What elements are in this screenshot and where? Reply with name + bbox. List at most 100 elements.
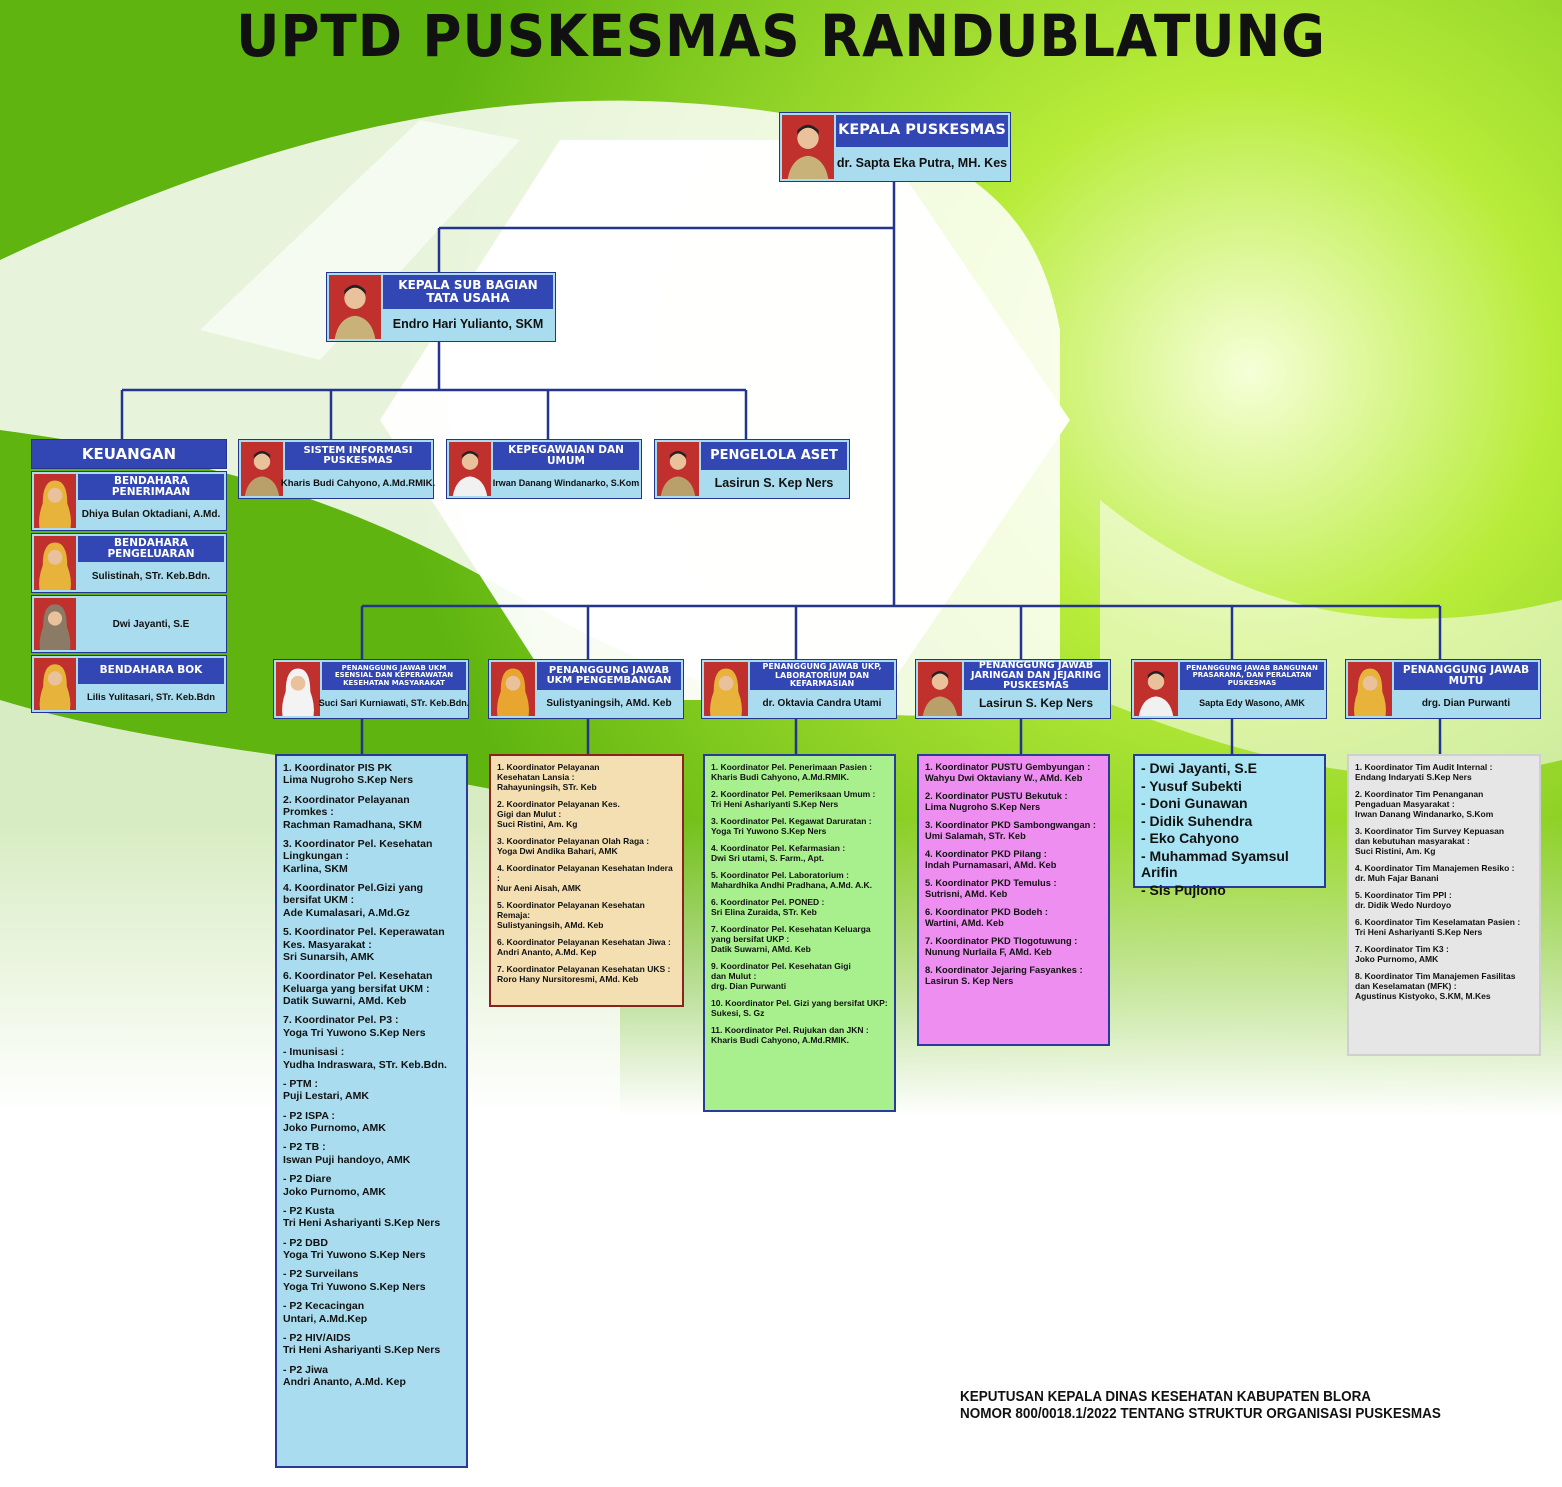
list-item: 1. Koordinator PIS PK Lima Nugroho S.Kep… bbox=[283, 762, 414, 787]
list-item: 6. Koordinator Pel. Kesehatan Keluarga y… bbox=[283, 970, 433, 1007]
keuangan-group: KEUANGAN BENDAHARA PENERIMAAN Dhiya Bula… bbox=[31, 439, 227, 713]
list-item: 4. Koordinator Pelayanan Kesehatan Inder… bbox=[497, 863, 673, 894]
bendahara-name: Dwi Jayanti, S.E bbox=[78, 598, 224, 650]
footer-note: KEPUTUSAN KEPALA DINAS KESEHATAN KABUPAT… bbox=[960, 1389, 1441, 1424]
person-photo-icon bbox=[276, 662, 320, 716]
list-item: - P2 DBD Yoga Tri Yuwono S.Kep Ners bbox=[283, 1236, 426, 1261]
list-item: 7. Koordinator Pel. Kesehatan Keluarga y… bbox=[711, 924, 871, 955]
sistem-informasi-card: SISTEM INFORMASI PUSKESMAS Kharis Budi C… bbox=[238, 439, 435, 499]
list-item: 2. Koordinator Pelayanan Kes. Gigi dan M… bbox=[497, 799, 620, 830]
list-item: 2. Koordinator Tim Penanganan Pengaduan … bbox=[1355, 789, 1494, 820]
bendahara-role: BENDAHARA PENGELUARAN bbox=[78, 536, 224, 562]
bendahara-name: Dhiya Bulan Oktadiani, A.Md. bbox=[78, 500, 224, 528]
person-photo-icon bbox=[491, 662, 535, 716]
list-item: - P2 Kusta Tri Heni Ashariyanti S.Kep Ne… bbox=[283, 1204, 441, 1230]
ukm-esensial-list: 1. Koordinator PIS PK Lima Nugroho S.Kep… bbox=[275, 754, 468, 1468]
tata-usaha-name: Endro Hari Yulianto, SKM bbox=[383, 309, 553, 339]
bendahara-card: Dwi Jayanti, S.E bbox=[31, 595, 227, 653]
list-item: 6. Koordinator Tim Keselamatan Pasien : … bbox=[1355, 917, 1521, 938]
person-photo-icon bbox=[782, 115, 834, 179]
list-item: 5. Koordinator Pel. Laboratorium : Mahar… bbox=[711, 870, 873, 891]
list-item: 3. Koordinator PKD Sambongwangan : Umi S… bbox=[925, 819, 1096, 841]
list-item: - PTM : Puji Lestari, AMK bbox=[283, 1077, 369, 1103]
list-item: 5. Koordinator Tim PPI : dr. Didik Wedo … bbox=[1355, 890, 1452, 911]
person-photo-icon bbox=[449, 442, 491, 496]
list-item: 8. Koordinator Tim Manajemen Fasilitas d… bbox=[1355, 971, 1516, 1002]
bendahara-card: BENDAHARA PENGELUARAN Sulistinah, STr. K… bbox=[31, 533, 227, 593]
footer-line-1: KEPUTUSAN KEPALA DINAS KESEHATAN KABUPAT… bbox=[960, 1389, 1372, 1405]
pj-mutu-card: PENANGGUNG JAWAB MUTU drg. Dian Purwanti bbox=[1345, 659, 1541, 719]
bendahara-role: BENDAHARA PENERIMAAN bbox=[78, 474, 224, 500]
bendahara-name: Sulistinah, STr. Keb.Bdn. bbox=[78, 562, 224, 590]
list-item: 3. Koordinator Pelayanan Olah Raga : Yog… bbox=[497, 836, 650, 857]
person-photo-icon bbox=[1348, 662, 1392, 716]
list-item: - Dwi Jayanti, S.E bbox=[1141, 760, 1257, 776]
list-item: 2. Koordinator PUSTU Bekutuk : Lima Nugr… bbox=[925, 790, 1068, 812]
person-photo-icon bbox=[34, 536, 76, 590]
list-item: - P2 ISPA : Joko Purnomo, AMK bbox=[283, 1109, 386, 1134]
list-item: - P2 Jiwa Andri Ananto, A.Md. Kep bbox=[283, 1363, 406, 1388]
unit-name: Lasirun S. Kep Ners bbox=[701, 470, 847, 496]
pj-role: PENANGGUNG JAWAB JARINGAN DAN JEJARING P… bbox=[964, 661, 1108, 690]
kepala-role: KEPALA PUSKESMAS bbox=[836, 115, 1008, 147]
person-photo-icon bbox=[329, 275, 381, 339]
pj-name: drg. Dian Purwanti bbox=[1394, 690, 1538, 716]
list-item: - P2 HIV/AIDS Tri Heni Ashariyanti S.Kep… bbox=[283, 1331, 441, 1357]
list-item: 1. Koordinator Pelayanan Kesehatan Lansi… bbox=[497, 762, 600, 793]
list-item: - P2 Kecacingan Untari, A.Md.Kep bbox=[283, 1300, 368, 1325]
pj-name: dr. Oktavia Candra Utami bbox=[750, 690, 894, 716]
person-photo-icon bbox=[34, 598, 76, 650]
list-item: - Eko Cahyono bbox=[1141, 830, 1240, 847]
pengelola-aset-card: PENGELOLA ASET Lasirun S. Kep Ners bbox=[654, 439, 850, 499]
pj-ukm-pengembangan-card: PENANGGUNG JAWAB UKM PENGEMBANGAN Sulist… bbox=[488, 659, 684, 719]
unit-role: PENGELOLA ASET bbox=[701, 442, 847, 470]
list-item: 4. Koordinator PKD Pilang : Indah Purnam… bbox=[925, 848, 1057, 870]
person-photo-icon bbox=[918, 662, 962, 716]
jaringan-list: 1. Koordinator PUSTU Gembyungan : Wahyu … bbox=[917, 754, 1110, 1046]
kepala-puskesmas-card: KEPALA PUSKESMAS dr. Sapta Eka Putra, MH… bbox=[779, 112, 1011, 182]
list-item: 11. Koordinator Pel. Rujukan dan JKN : K… bbox=[711, 1025, 869, 1046]
mutu-list: 1. Koordinator Tim Audit Internal : Enda… bbox=[1347, 754, 1541, 1056]
pj-role: PENANGGUNG JAWAB UKP, LABORATORIUM DAN K… bbox=[750, 662, 894, 690]
pj-name: Suci Sari Kurniawati, STr. Keb.Bdn. bbox=[319, 690, 469, 716]
list-item: 1. Koordinator Tim Audit Internal : Enda… bbox=[1355, 762, 1493, 783]
tata-usaha-role: KEPALA SUB BAGIAN TATA USAHA bbox=[383, 275, 553, 309]
page-title: UPTD PUSKESMAS RANDUBLATUNG bbox=[236, 2, 1326, 70]
keuangan-title: KEUANGAN bbox=[31, 439, 227, 469]
list-item: 3. Koordinator Pel. Kesehatan Lingkungan… bbox=[283, 837, 433, 875]
person-photo-icon bbox=[657, 442, 699, 496]
list-item: - P2 Diare Joko Purnomo, AMK bbox=[283, 1173, 386, 1198]
unit-role: KEPEGAWAIAN DAN UMUM bbox=[493, 442, 639, 470]
list-item: 1. Koordinator PUSTU Gembyungan : Wahyu … bbox=[925, 762, 1091, 783]
list-item: 2. Koordinator Pelayanan Promkes : Rachm… bbox=[283, 793, 422, 831]
person-photo-icon bbox=[241, 442, 283, 496]
pj-role: PENANGGUNG JAWAB MUTU bbox=[1394, 662, 1538, 690]
list-item: 4. Koordinator Tim Manajemen Resiko : dr… bbox=[1355, 863, 1515, 884]
pj-ukm-esensial-card: PENANGGUNG JAWAB UKM ESENSIAL DAN KEPERA… bbox=[273, 659, 469, 719]
list-item: - Doni Gunawan bbox=[1141, 795, 1248, 812]
bangunan-list: - Dwi Jayanti, S.E- Yusuf Subekti- Doni … bbox=[1133, 754, 1326, 898]
list-item: 3. Koordinator Pel. Kegawat Daruratan : … bbox=[711, 816, 872, 837]
list-item: 6. Koordinator PKD Bodeh : Wartini, AMd.… bbox=[925, 906, 1048, 928]
list-item: - Muhammad Syamsul Arifin bbox=[1141, 847, 1289, 881]
unit-role: SISTEM INFORMASI PUSKESMAS bbox=[285, 442, 431, 470]
list-item: 10. Koordinator Pel. Gizi yang bersifat … bbox=[711, 998, 888, 1019]
list-item: - Didik Suhendra bbox=[1141, 812, 1253, 829]
pj-role: PENANGGUNG JAWAB UKM ESENSIAL DAN KEPERA… bbox=[322, 662, 466, 690]
unit-name: Kharis Budi Cahyono, A.Md.RMIK. bbox=[281, 470, 435, 496]
pj-role: PENANGGUNG JAWAB BANGUNAN PRASARANA, DAN… bbox=[1180, 662, 1324, 690]
pj-role: PENANGGUNG JAWAB UKM PENGEMBANGAN bbox=[537, 662, 681, 690]
ukp-list: 1. Koordinator Pel. Penerimaan Pasien : … bbox=[703, 754, 896, 1112]
pj-jaringan-card: PENANGGUNG JAWAB JARINGAN DAN JEJARING P… bbox=[915, 659, 1111, 719]
list-item: 3. Koordinator Tim Survey Kepuasan dan k… bbox=[1355, 826, 1505, 857]
list-item: 5. Koordinator Pelayanan Kesehatan Remaj… bbox=[497, 900, 645, 931]
list-item: - Yusuf Subekti bbox=[1141, 777, 1242, 794]
list-item: 1. Koordinator Pel. Penerimaan Pasien : … bbox=[711, 762, 873, 783]
list-item: - P2 TB : Iswan Puji handoyo, AMK bbox=[283, 1141, 411, 1166]
ukm-pengembangan-list: 1. Koordinator Pelayanan Kesehatan Lansi… bbox=[489, 754, 684, 1007]
kepegawaian-card: KEPEGAWAIAN DAN UMUM Irwan Danang Windan… bbox=[446, 439, 642, 499]
list-item: 7. Koordinator Pelayanan Kesehatan UKS :… bbox=[497, 964, 671, 985]
pj-name: Sulistyaningsih, AMd. Keb bbox=[537, 690, 681, 716]
person-photo-icon bbox=[34, 658, 76, 710]
